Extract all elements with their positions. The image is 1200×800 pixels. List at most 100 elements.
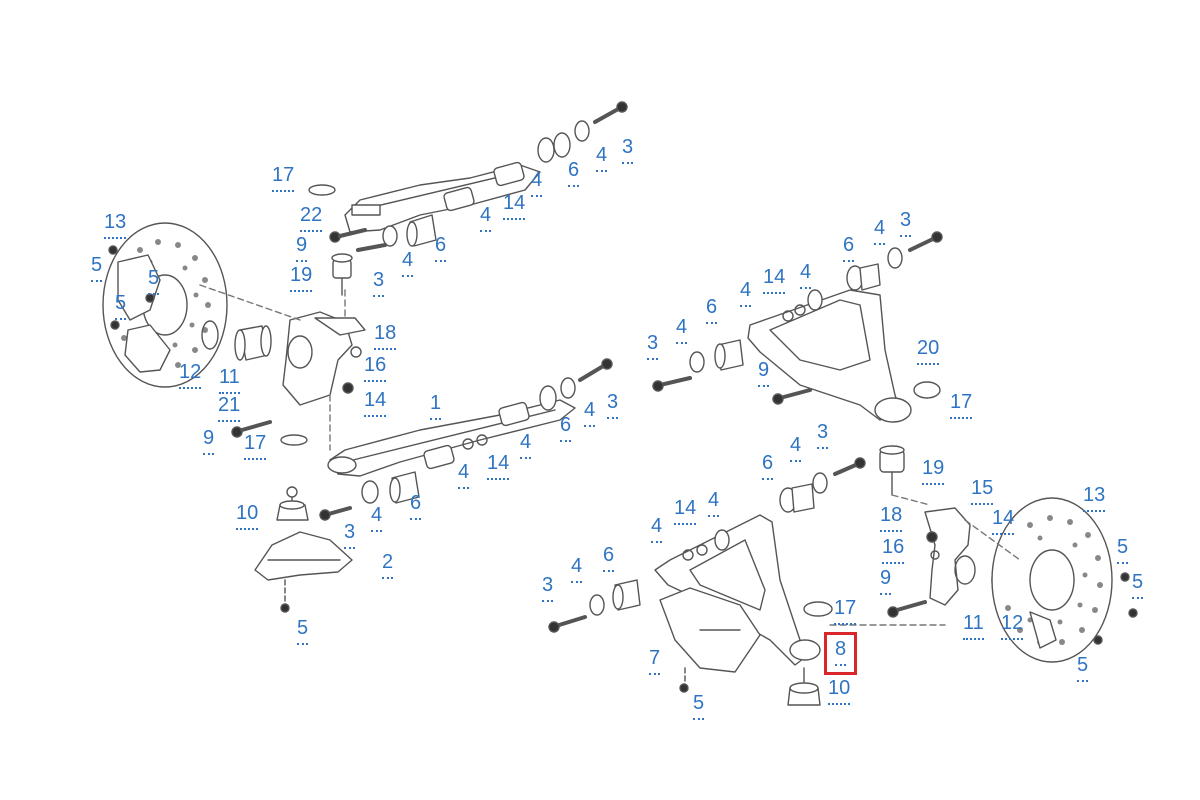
callout-12[interactable]: 12 [179,361,202,389]
callout-3[interactable]: 3 [542,575,554,602]
callout-12[interactable]: 12 [1001,613,1024,640]
callout-11[interactable]: 11 [963,613,984,640]
callout-1[interactable]: 1 [430,392,442,420]
callout-20[interactable]: 20 [917,337,940,365]
callout-14[interactable]: 14 [487,453,510,480]
callout-number: 5 [148,267,160,289]
callout-4[interactable]: 4 [584,399,596,427]
callout-4[interactable]: 4 [651,516,663,543]
callout-5[interactable]: 5 [693,693,705,720]
callout-6[interactable]: 6 [843,235,855,262]
callout-number: 5 [1132,571,1144,593]
callout-19[interactable]: 19 [922,458,945,485]
callout-underline [874,241,886,245]
callout-17[interactable]: 17 [950,391,973,419]
bushings-lower-right [589,457,866,616]
callout-13[interactable]: 13 [1083,485,1106,512]
callout-number: 20 [917,337,940,359]
callout-5[interactable]: 5 [1132,571,1144,599]
callout-15[interactable]: 15 [971,478,994,505]
callout-4[interactable]: 4 [596,145,608,172]
callout-16[interactable]: 16 [882,537,905,564]
callout-number: 4 [531,169,543,191]
callout-6[interactable]: 6 [603,545,615,572]
callout-5[interactable]: 5 [148,267,160,295]
callout-9[interactable]: 9 [203,428,215,455]
callout-4[interactable]: 4 [402,250,414,277]
callout-4[interactable]: 4 [458,462,470,489]
callout-3[interactable]: 3 [607,392,619,419]
callout-4[interactable]: 4 [520,432,532,459]
callout-5[interactable]: 5 [297,618,309,645]
callout-6[interactable]: 6 [762,453,774,480]
callout-16[interactable]: 16 [364,355,387,382]
callout-5[interactable]: 5 [115,293,127,320]
callout-number: 9 [758,359,770,381]
callout-6[interactable]: 6 [706,297,718,324]
callout-4[interactable]: 4 [371,505,383,532]
callout-3[interactable]: 3 [900,210,912,237]
callout-14[interactable]: 14 [992,508,1015,535]
callout-number: 17 [950,391,973,413]
callout-4[interactable]: 4 [531,169,543,197]
callout-underline [148,291,160,295]
callout-9[interactable]: 9 [880,567,892,595]
callout-3[interactable]: 3 [373,270,385,297]
callout-6[interactable]: 6 [560,415,572,442]
callout-10[interactable]: 10 [828,678,851,705]
callout-underline [843,258,855,262]
callout-18[interactable]: 18 [374,323,397,350]
ring-17-right-lower [803,601,833,617]
callout-17[interactable]: 17 [272,165,295,192]
callout-4[interactable]: 4 [874,218,886,245]
callout-number: 17 [244,432,267,454]
skid-plate-2 [254,531,353,581]
callout-4[interactable]: 4 [800,262,812,289]
callout-5[interactable]: 5 [1077,655,1089,682]
callout-4[interactable]: 4 [676,317,688,344]
callout-10[interactable]: 10 [236,503,259,530]
callout-number: 6 [410,492,422,514]
callout-18[interactable]: 18 [880,505,903,532]
callout-5[interactable]: 5 [1117,537,1129,564]
callout-number: 1 [430,392,442,414]
callout-underline [708,513,720,517]
callout-9[interactable]: 9 [296,235,308,262]
callout-2[interactable]: 2 [382,552,394,579]
callout-underline [603,568,615,572]
callout-14[interactable]: 14 [674,498,697,525]
callout-7[interactable]: 7 [649,648,661,675]
bolt-9-top [329,228,367,243]
callout-6[interactable]: 6 [435,235,447,262]
callout-4[interactable]: 4 [708,490,720,517]
callout-17[interactable]: 17 [834,598,857,625]
callout-19[interactable]: 19 [290,265,313,292]
callout-number: 3 [622,136,634,158]
callout-6[interactable]: 6 [568,160,580,187]
ball-joint-10-right [787,667,821,706]
callout-14[interactable]: 14 [364,390,387,417]
callout-14[interactable]: 14 [503,193,526,220]
callout-13[interactable]: 13 [104,212,127,239]
callout-3[interactable]: 3 [344,522,356,549]
callout-6[interactable]: 6 [410,492,422,520]
callout-17[interactable]: 17 [244,432,267,460]
callout-underline [880,591,892,595]
callout-8-highlighted[interactable]: 8 [824,632,858,675]
callout-11[interactable]: 11 [219,367,240,394]
callout-number: 4 [584,399,596,421]
callout-21[interactable]: 21 [218,395,241,422]
callout-number: 12 [179,361,202,383]
callout-14[interactable]: 14 [763,267,786,294]
callout-number: 9 [880,567,892,589]
callout-4[interactable]: 4 [571,556,583,583]
callout-22[interactable]: 22 [300,205,323,232]
callout-4[interactable]: 4 [480,205,492,232]
callout-3[interactable]: 3 [817,422,829,449]
callout-3[interactable]: 3 [647,333,659,360]
callout-3[interactable]: 3 [622,136,634,164]
callout-4[interactable]: 4 [790,435,802,462]
callout-5[interactable]: 5 [91,255,103,282]
callout-4[interactable]: 4 [740,280,752,307]
callout-9[interactable]: 9 [758,359,770,387]
